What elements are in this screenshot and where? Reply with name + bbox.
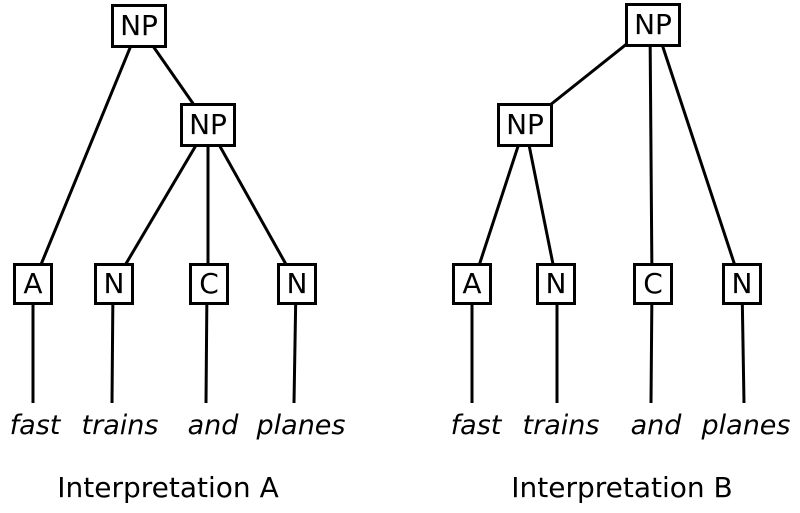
edge-b-root-to-n2 xyxy=(653,22,743,285)
tree-b-leaf-conjunction: C xyxy=(633,263,673,305)
edge-b-subnp-to-a xyxy=(471,124,527,285)
tree-a-root-node: NP xyxy=(111,4,167,48)
tree-a-leaf-adjective: A xyxy=(13,263,53,305)
tree-b-leaf-noun-1: N xyxy=(536,263,576,305)
edge-b-subnp-to-n1 xyxy=(523,124,559,285)
edge-a-root-to-a xyxy=(31,25,141,285)
tree-b-sub-np-node: NP xyxy=(497,103,553,147)
tree-b-root-node: NP xyxy=(625,3,681,47)
edge-a-subnp-to-n1 xyxy=(112,124,210,285)
tree-a-caption: Interpretation A xyxy=(57,471,279,504)
edge-b-root-to-c xyxy=(648,22,654,285)
tree-b-word-trains: trains xyxy=(522,410,600,441)
tree-b-leaf-noun-2: N xyxy=(722,263,762,305)
tree-b-caption: Interpretation B xyxy=(511,471,733,504)
tree-a-leaf-noun-2: N xyxy=(277,263,317,305)
tree-a-leaf-conjunction: C xyxy=(189,263,229,305)
tree-a-word-planes: planes xyxy=(256,410,346,441)
tree-a-leaf-noun-1: N xyxy=(94,263,134,305)
tree-a-word-fast: fast xyxy=(9,410,61,441)
edge-a-subnp-to-n2 xyxy=(206,124,299,285)
tree-b-word-fast: fast xyxy=(450,410,502,441)
tree-b-word-and: and xyxy=(630,410,682,441)
tree-a-sub-np-node: NP xyxy=(180,103,236,147)
tree-a-word-trains: trains xyxy=(81,410,159,441)
tree-b-word-planes: planes xyxy=(701,410,791,441)
tree-a-word-and: and xyxy=(187,410,239,441)
tree-b-leaf-adjective: A xyxy=(452,263,492,305)
